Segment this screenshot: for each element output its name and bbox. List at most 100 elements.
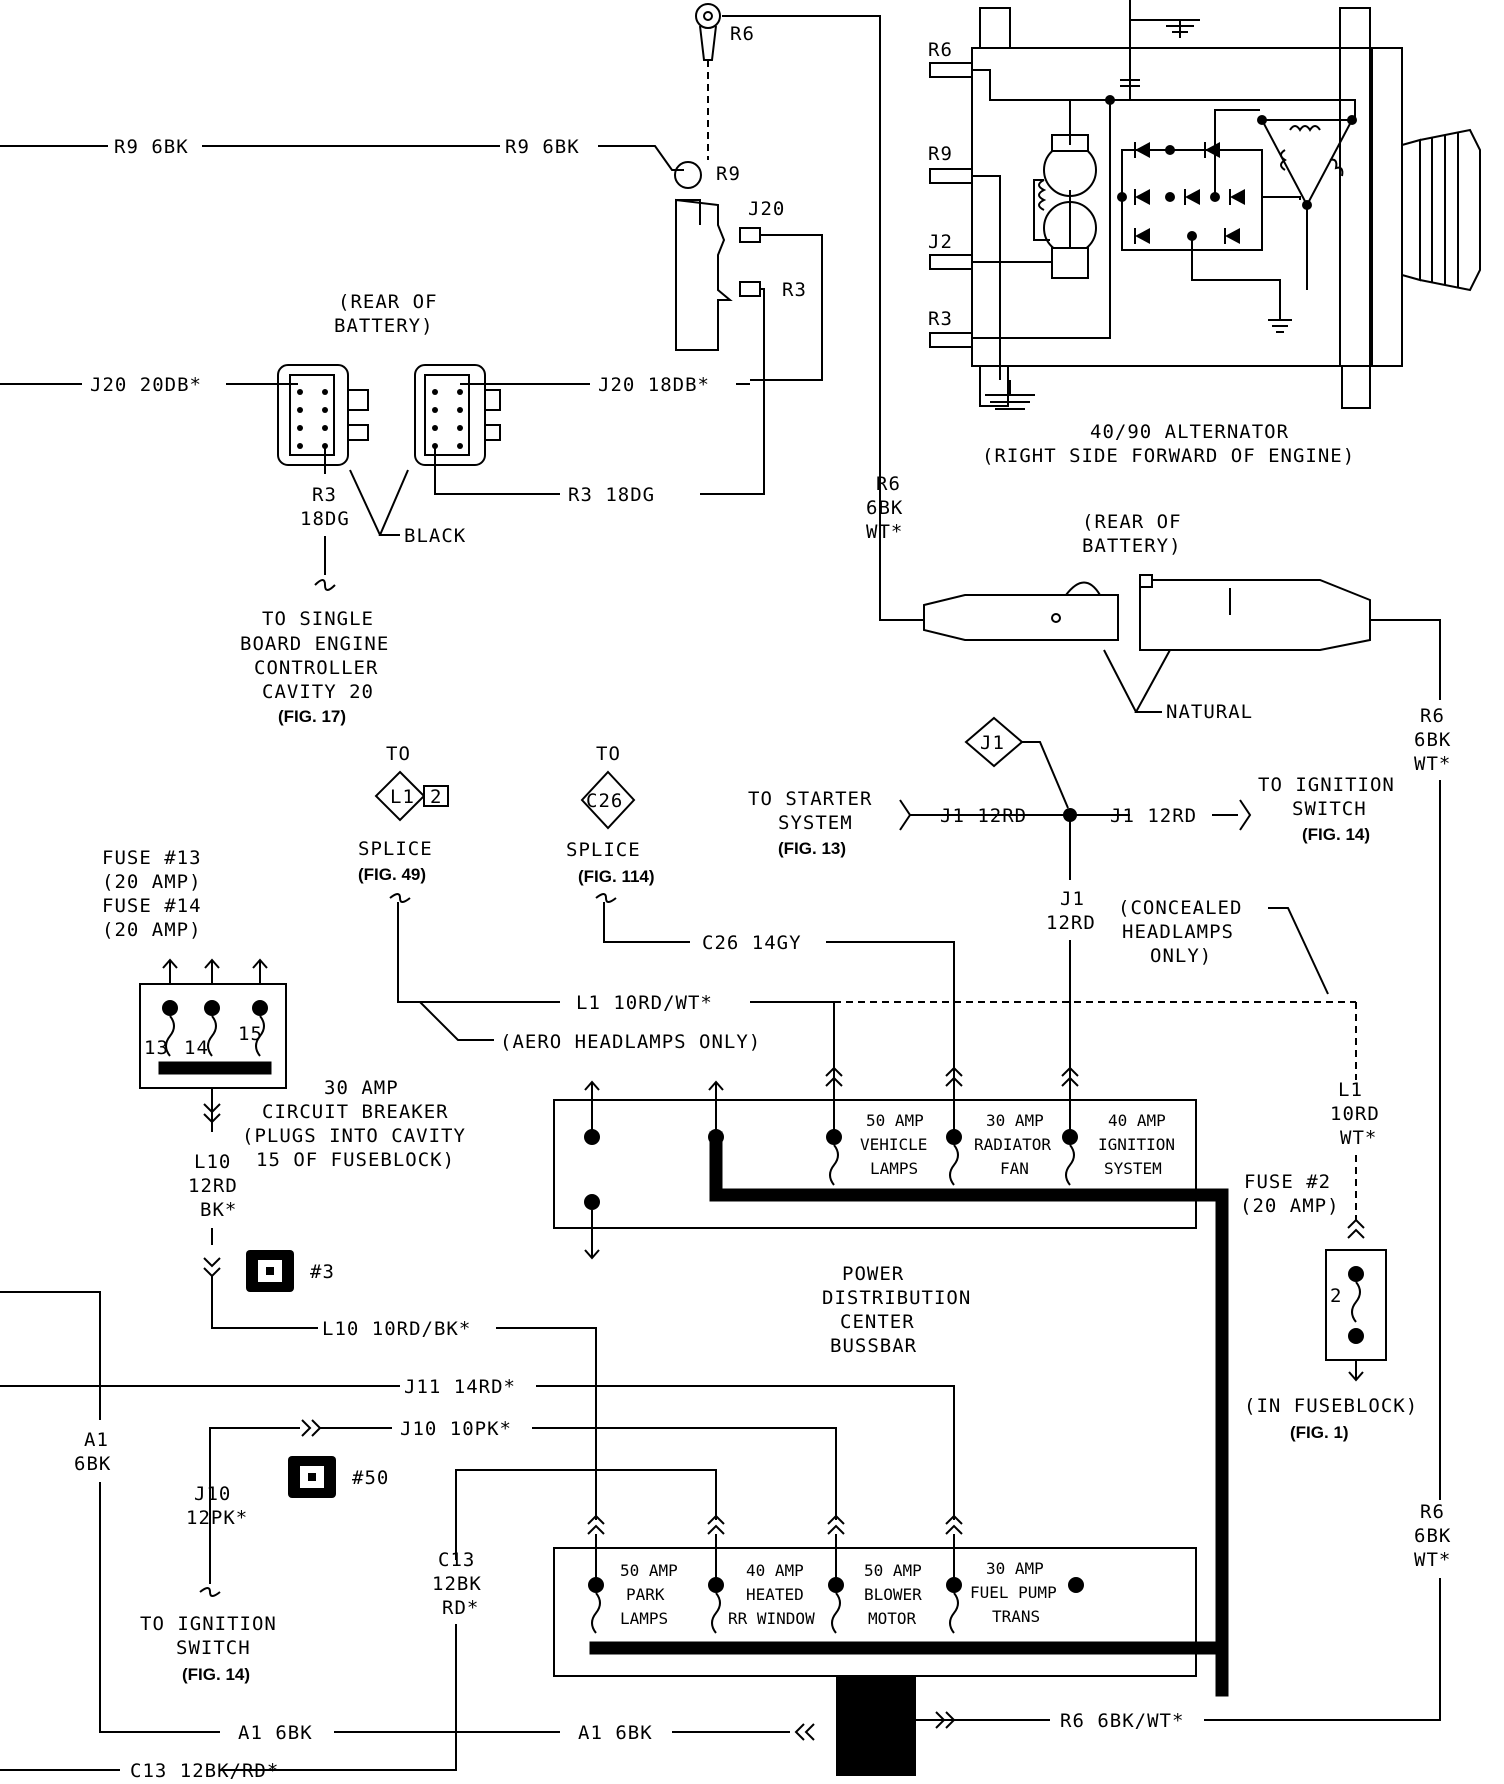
pdc-label-1: POWER [842,1263,904,1285]
fuse-lower-3-c: TRANS [992,1607,1040,1626]
c26-splice-diamond: C26 [580,770,636,830]
fuse-upper-0-a: 50 AMP [866,1111,924,1130]
pdc-label-2: DISTRIBUTION [822,1287,971,1309]
r3-terminal-label: R3 [782,279,807,301]
battery-cable-connector [923,574,1441,700]
j1-splice-diamond: J1 [964,716,1069,809]
j1-vert-label-a: J1 [1060,888,1085,910]
l1-splice-diamond: L1 2 [374,770,449,822]
r6-right2-label-c: WT* [1414,1549,1451,1571]
fuse-lower-1-b: HEATED [746,1585,804,1604]
battery-label-left: BATTERY) [334,315,434,337]
r6-ring-terminal: R6 [695,3,924,621]
fuse-lower-3-b: FUEL PUMP [970,1583,1057,1602]
c26-splice-label: C26 [586,790,623,812]
fuse-upper-0-b: VEHICLE [860,1135,927,1154]
r6-right2-label-b: 6BK [1414,1525,1451,1547]
fuse13-label: FUSE #13 [102,847,202,869]
fig14-label-bottom: (FIG. 14) [182,1665,250,1684]
r9-label-right: R9 6BK [505,136,580,158]
cb-label-3: (PLUGS INTO CAVITY [242,1125,466,1147]
fig14-label-top: (FIG. 14) [1302,825,1370,844]
in-fuseblock-label: (IN FUSEBLOCK) [1244,1395,1418,1417]
cb-label-1: 30 AMP [324,1077,399,1099]
fuse2-num-label: 2 [1330,1285,1342,1307]
fuse-upper-1-a: 30 AMP [986,1111,1044,1130]
natural-label: NATURAL [1166,701,1253,723]
concealed-label-2: HEADLAMPS [1122,921,1234,943]
r6-vert-label-b: 6BK [866,497,903,519]
a1-vert-label-b: 6BK [74,1453,111,1475]
pdc-lower-block: 50 AMP PARK LAMPS 40 AMP HEATED RR WINDO… [553,1514,1229,1677]
to-label-c26: TO [596,743,621,765]
r9-terminal-label: R9 [716,163,741,185]
fuse-upper-0-c: LAMPS [870,1159,918,1178]
fuse-lower-0-a: 50 AMP [620,1561,678,1580]
fuse-lower-2-a: 50 AMP [864,1561,922,1580]
cavity-20-label: CAVITY 20 [262,681,374,703]
alt-j2-label: J2 [928,231,953,253]
fuse-upper-1-c: FAN [1000,1159,1029,1178]
board-engine-label: BOARD ENGINE [240,633,389,655]
r9-label-left: R9 6BK [114,136,189,158]
fuse-lower-1-a: 40 AMP [746,1561,804,1580]
j20-connector-left [277,364,369,466]
starter-solenoid: J20 R3 [674,161,823,495]
j10-10pk-label: J10 10PK* [400,1418,512,1440]
j20-20db-label: J20 20DB* [90,374,202,396]
l10-vert-label-a: L10 [194,1151,231,1173]
concealed-label-1: (CONCEALED [1118,897,1242,919]
fb-13-label: 13 [144,1037,169,1059]
to-label-l1: TO [386,743,411,765]
l1-10rdwt-label: L1 10RD/WT* [576,992,713,1014]
l10-vert-label-b: 12RD [188,1175,238,1197]
alt-r3-label: R3 [928,308,953,330]
to-starter-label: TO STARTER [748,788,872,810]
connector-3-icon [246,1250,294,1292]
fuse-lower-2-c: MOTOR [868,1609,917,1628]
r6-vert-label-c: WT* [866,521,903,543]
pdc-upper-block: 50 AMP VEHICLE LAMPS 30 AMP RADIATOR FAN… [553,1065,1229,1697]
r3-18dg-label: R3 18DG [568,484,655,506]
fb-14-label: 14 [184,1037,209,1059]
connector-50-label: #50 [352,1467,389,1489]
r6-vert-label-a: R6 [876,473,901,495]
ign-switch-label-1: TO IGNITION [140,1613,277,1635]
fuse-lower-0-b: PARK [626,1585,665,1604]
fuse-upper-2-a: 40 AMP [1108,1111,1166,1130]
j1-12rd-left: J1 12RD [940,805,1027,827]
fuse14-amp-label: (20 AMP) [102,919,202,941]
fuse-lower-2-b: BLOWER [864,1585,922,1604]
diode-row-mid [1134,189,1245,205]
c13-vert-label-c: RD* [442,1597,479,1619]
l1-vert-label-a: L1 [1338,1079,1363,1101]
l1-vert-label-b: 10RD [1330,1103,1380,1125]
c13-vert-label-b: 12BK [432,1573,482,1595]
pdc-label-3: CENTER [840,1311,915,1333]
fig13-label: (FIG. 13) [778,839,846,858]
fuse-lower-1-c: RR WINDOW [728,1609,815,1628]
fuse2-label: FUSE #2 [1244,1171,1331,1193]
alt-r6-label: R6 [928,39,953,61]
j11-14rd-label: J11 14RD* [404,1376,516,1398]
ign-switch-label: SWITCH [1292,798,1367,820]
j1-12rd-right: J1 12RD [1110,805,1197,827]
alternator-subtitle: (RIGHT SIDE FORWARD OF ENGINE) [982,445,1355,467]
alternator-title: 40/90 ALTERNATOR [1090,421,1289,443]
j20-terminal-label: J20 [748,198,785,220]
r6-terminal-label: R6 [730,23,755,45]
connector-50-icon [288,1456,336,1498]
fuse-upper-2-b: IGNITION [1098,1135,1175,1154]
fig114-label: (FIG. 114) [578,867,655,886]
concealed-label-3: ONLY) [1150,945,1212,967]
r3-vert-label-b: 18DG [300,508,350,530]
connector-3-label: #3 [310,1261,335,1283]
to-single-label: TO SINGLE [262,608,374,630]
pdc-label-4: BUSSBAR [830,1335,917,1357]
r6-right2-label-a: R6 [1420,1501,1445,1523]
alternator: R6 R9 J2 R3 [928,0,1481,410]
battery-label-right: BATTERY) [1082,535,1182,557]
r6-right-label-a: R6 [1420,705,1445,727]
splice-label-l1: SPLICE [358,838,433,860]
